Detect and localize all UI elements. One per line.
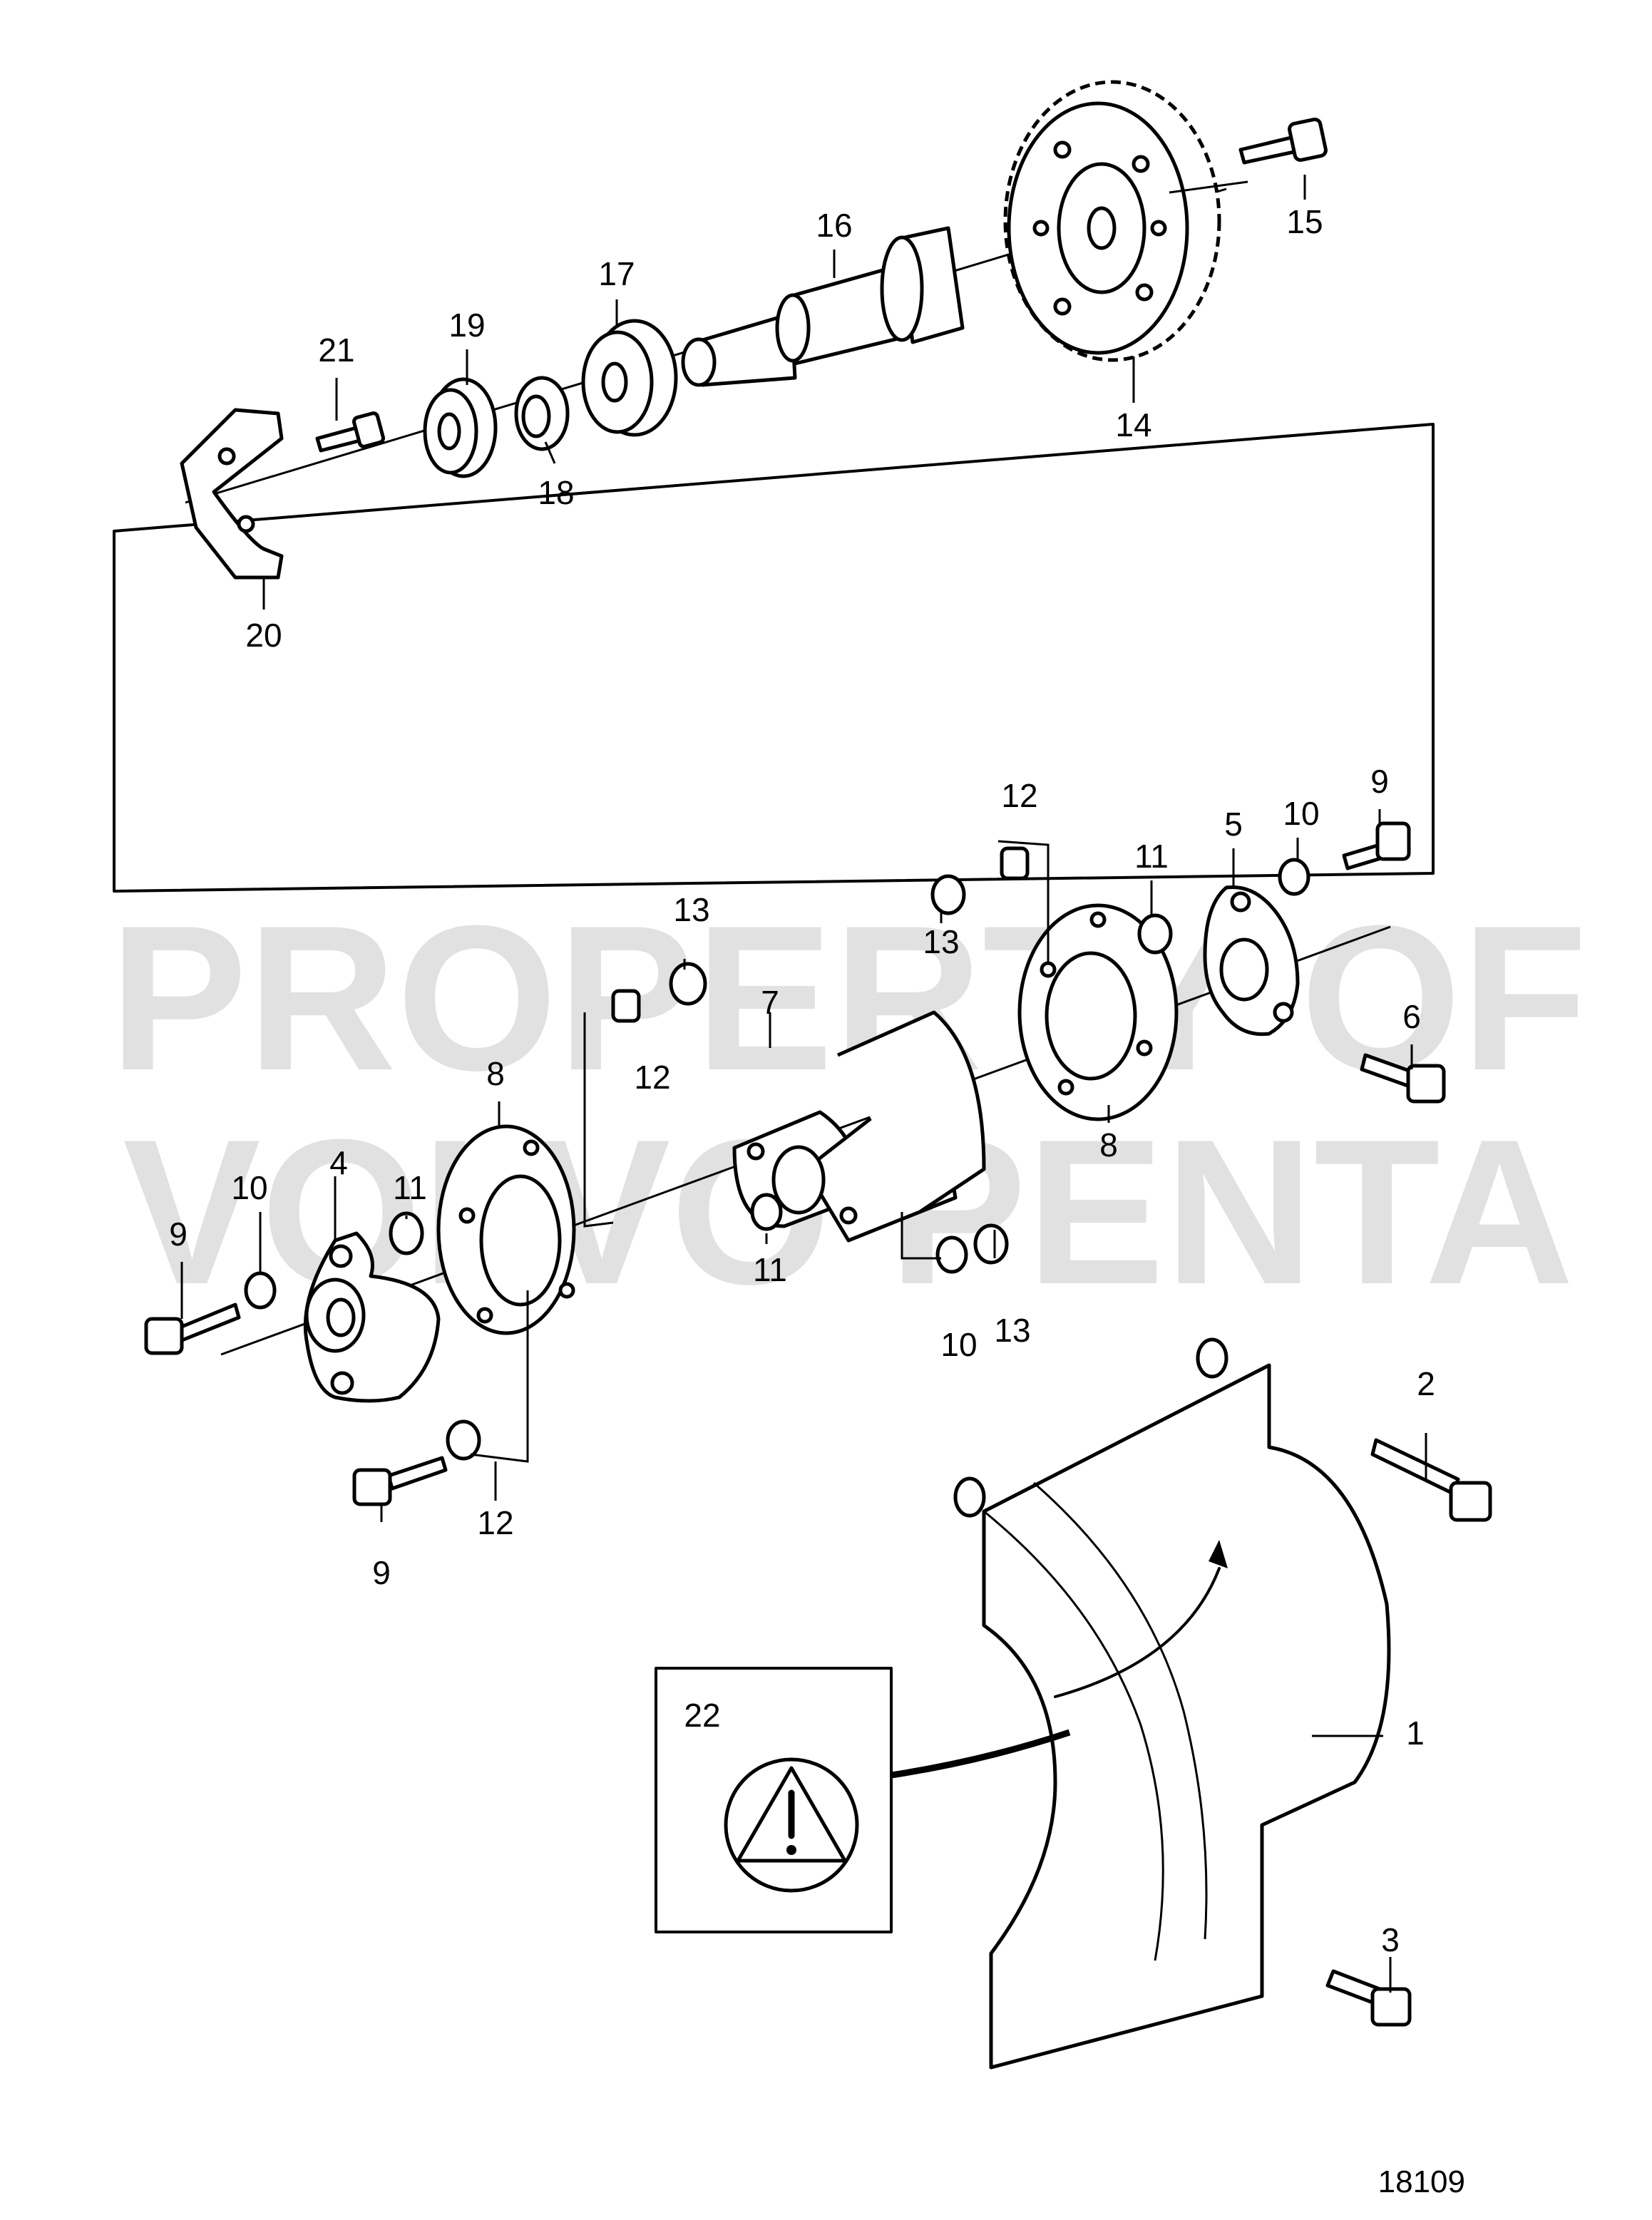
label-part-13-top: 13 bbox=[923, 923, 959, 960]
bolt-part-9-left bbox=[144, 1302, 241, 1355]
part-labels: 21 19 17 16 18 14 15 20 12 9 10 5 11 13 … bbox=[169, 203, 1435, 1958]
label-part-4: 4 bbox=[329, 1144, 348, 1181]
bolt-part-9-right bbox=[1342, 821, 1411, 870]
arrow-head-icon bbox=[1209, 1540, 1228, 1568]
bracket-plate-part-20 bbox=[180, 408, 284, 580]
label-part-18: 18 bbox=[538, 474, 574, 511]
shaft-part-16 bbox=[681, 226, 965, 387]
spacer-ring-part-18 bbox=[514, 376, 570, 451]
label-part-22: 22 bbox=[684, 1697, 720, 1734]
gasket-part-8-left bbox=[436, 1124, 576, 1335]
label-part-8-left: 8 bbox=[486, 1055, 505, 1092]
label-part-20: 20 bbox=[245, 617, 282, 654]
label-part-11-left: 11 bbox=[393, 1169, 427, 1206]
flange-part-4 bbox=[303, 1231, 441, 1403]
label-part-15: 15 bbox=[1286, 203, 1323, 240]
leader-lines bbox=[180, 175, 1427, 1993]
bearing-part-17 bbox=[581, 319, 678, 437]
label-part-1: 1 bbox=[1406, 1715, 1425, 1752]
label-part-9-bottom: 9 bbox=[372, 1554, 391, 1591]
label-part-13-bottom: 13 bbox=[994, 1312, 1030, 1349]
label-part-6: 6 bbox=[1402, 998, 1421, 1035]
label-part-12-top: 12 bbox=[1001, 777, 1037, 814]
warning-triangle-icon bbox=[724, 1757, 859, 1893]
bearing-part-19 bbox=[423, 377, 498, 478]
small-fittings bbox=[244, 846, 1310, 1461]
label-part-17: 17 bbox=[598, 255, 635, 292]
label-part-12-mid: 12 bbox=[634, 1059, 670, 1096]
label-part-13-mid: 13 bbox=[673, 891, 709, 928]
label-part-19: 19 bbox=[448, 307, 485, 344]
label-part-8-right: 8 bbox=[1099, 1126, 1118, 1163]
label-part-2: 2 bbox=[1417, 1365, 1435, 1402]
drawing-number: 18109 bbox=[1378, 2164, 1465, 2199]
label-part-14: 14 bbox=[1115, 406, 1151, 443]
label-part-11-right: 11 bbox=[1134, 838, 1169, 875]
label-part-10-right: 10 bbox=[1283, 795, 1319, 832]
watermark-line-1: PROPERTY OF bbox=[109, 883, 1587, 1114]
leader-bolt-15-axis bbox=[1169, 180, 1248, 194]
label-part-10-left: 10 bbox=[231, 1169, 267, 1206]
label-part-10-mid: 10 bbox=[940, 1326, 977, 1363]
label-part-7: 7 bbox=[761, 984, 779, 1021]
label-part-9-left: 9 bbox=[169, 1216, 188, 1253]
bolt-part-2 bbox=[1370, 1438, 1492, 1522]
label-part-16: 16 bbox=[816, 207, 852, 244]
flange-part-5 bbox=[1203, 885, 1300, 1037]
bolt-part-15 bbox=[1238, 117, 1328, 165]
sprocket-part-14 bbox=[1003, 80, 1221, 362]
label-part-9-right: 9 bbox=[1370, 763, 1389, 800]
bolt-part-6 bbox=[1360, 1053, 1446, 1104]
cover-part-1 bbox=[953, 1337, 1391, 2070]
label-part-5: 5 bbox=[1224, 806, 1243, 843]
bolt-part-3 bbox=[1325, 1969, 1412, 2027]
gasket-part-8-right bbox=[1017, 903, 1179, 1121]
bolt-part-9-bottom bbox=[352, 1456, 448, 1506]
label-part-12-bottom: 12 bbox=[477, 1504, 513, 1541]
leader-label-22-to-cover bbox=[891, 1729, 1071, 1779]
bolt-part-21 bbox=[315, 411, 386, 453]
label-part-11-mid: 11 bbox=[753, 1251, 787, 1288]
warning-label-box-part-22 bbox=[655, 1667, 893, 1933]
leader-cover-arrow bbox=[1054, 1567, 1221, 1698]
upper-assembly-frame bbox=[113, 423, 1435, 893]
label-part-3: 3 bbox=[1381, 1921, 1400, 1958]
label-part-21: 21 bbox=[318, 332, 354, 369]
